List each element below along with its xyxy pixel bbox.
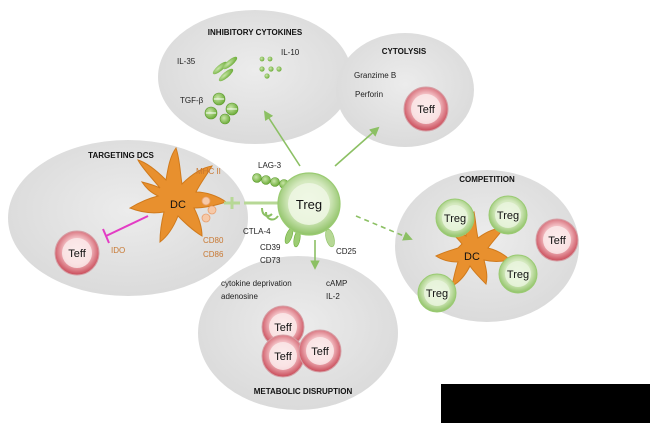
competition-treg-3-label: Treg bbox=[426, 288, 448, 300]
mhc-ii-label: MHC II bbox=[196, 167, 221, 176]
tgfb-label: TGF-β bbox=[180, 96, 204, 105]
lag3-receptor-icon bbox=[252, 173, 289, 189]
inhibitory-cytokines-title: INHIBITORY CYTOKINES bbox=[208, 28, 303, 37]
competition-title: COMPETITION bbox=[459, 175, 515, 184]
cd73-label: CD73 bbox=[260, 256, 281, 265]
costim-molecules-icon bbox=[201, 196, 217, 223]
competition-dc-label: DC bbox=[464, 251, 480, 263]
ctla4-receptor-icon bbox=[261, 207, 279, 221]
competition-treg-1-label: Treg bbox=[444, 213, 466, 225]
dc-label: DC bbox=[170, 199, 186, 211]
competition-treg-2-label: Treg bbox=[497, 210, 519, 222]
competition-treg-1: Treg bbox=[435, 198, 475, 238]
panel-targeting-dcs bbox=[8, 140, 248, 296]
adenosine-label: adenosine bbox=[221, 292, 258, 301]
arrow-to-competition bbox=[355, 215, 413, 241]
competition-treg-2: Treg bbox=[488, 195, 528, 235]
tcr-binding-icon bbox=[224, 197, 278, 209]
competition-teff-cell: Teff bbox=[535, 218, 579, 262]
targeting-teff-label: Teff bbox=[68, 248, 86, 260]
il2-label: IL-2 bbox=[326, 292, 340, 301]
competition-treg-4: Treg bbox=[498, 254, 538, 294]
metabolic-teff-1-label: Teff bbox=[274, 322, 292, 334]
metabolic-disruption-title: METABOLIC DISRUPTION bbox=[254, 387, 353, 396]
redaction-box bbox=[441, 384, 650, 423]
targeting-teff-cell: Teff bbox=[54, 230, 100, 276]
il35-molecules-icon bbox=[212, 56, 238, 82]
cd86-label: CD86 bbox=[203, 250, 224, 259]
arrow-to-cytolysis bbox=[334, 126, 380, 167]
perforin-label: Perforin bbox=[355, 90, 383, 99]
competition-treg-3: Treg bbox=[417, 273, 457, 313]
central-treg-cell: Treg bbox=[277, 172, 341, 236]
il10-label: IL-10 bbox=[281, 48, 300, 57]
metabolic-teff-cell-3: Teff bbox=[298, 329, 342, 373]
ctla4-label: CTLA-4 bbox=[243, 227, 271, 236]
cd39-label: CD39 bbox=[260, 243, 281, 252]
arrow-to-cytokines bbox=[263, 110, 301, 167]
il35-label: IL-35 bbox=[177, 57, 196, 66]
cytolysis-teff-label: Teff bbox=[417, 104, 435, 116]
metabolic-teff-cell-2: Teff bbox=[261, 334, 305, 378]
metabolic-teff-2-label: Teff bbox=[274, 351, 292, 363]
granzyme-label: Granzime B bbox=[354, 71, 396, 80]
cytolysis-teff-cell: Teff bbox=[403, 86, 449, 132]
cytokine-deprivation-label: cytokine deprivation bbox=[221, 279, 292, 288]
competition-teff-label: Teff bbox=[548, 235, 566, 247]
cd25-label: CD25 bbox=[336, 247, 357, 256]
cd80-label: CD80 bbox=[203, 236, 224, 245]
lag3-label: LAG-3 bbox=[258, 161, 282, 170]
ido-inhibition-icon bbox=[102, 215, 149, 244]
camp-label: cAMP bbox=[326, 279, 347, 288]
central-treg-label: Treg bbox=[296, 197, 322, 212]
targeting-dcs-title: TARGETING DCS bbox=[88, 151, 154, 160]
dendritic-cell: DC bbox=[128, 146, 228, 244]
competition-treg-4-label: Treg bbox=[507, 269, 529, 281]
ido-label: IDO bbox=[111, 246, 125, 255]
tgfb-molecules-icon bbox=[204, 92, 239, 125]
cytolysis-title: CYTOLYSIS bbox=[382, 47, 427, 56]
cd25-receptor-icon bbox=[325, 228, 335, 248]
il10-molecules-icon bbox=[259, 56, 282, 79]
metabolic-teff-3-label: Teff bbox=[311, 346, 329, 358]
